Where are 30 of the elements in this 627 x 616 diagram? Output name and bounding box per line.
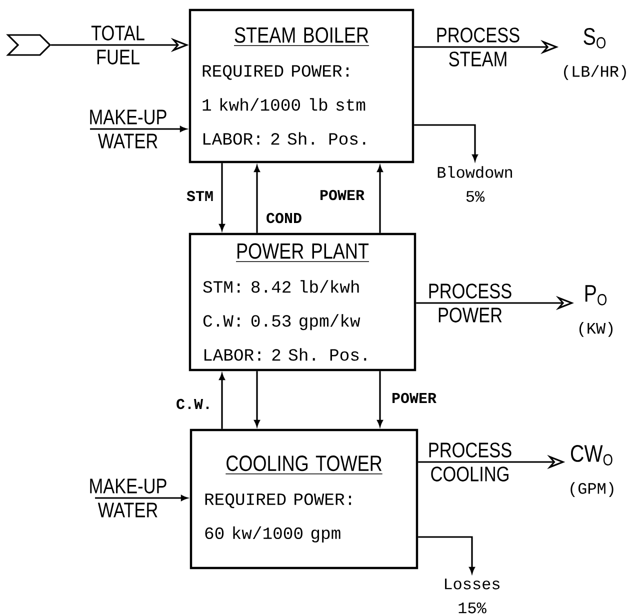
edge-label: C.W.: [176, 398, 209, 410]
output-quantity: CW$_{O}$ (GPM): [570, 444, 614, 498]
process-box: COOLING TOWER REQUIRED POWER: 60 kw/1000 gpm: [190, 428, 418, 570]
arrow: [414, 124, 478, 161]
arrow: [377, 165, 383, 233]
loss-label: Blowdown 5%: [438, 166, 512, 202]
arrow: [219, 373, 225, 429]
edge-label: COND: [266, 212, 302, 224]
arrow: [254, 371, 260, 426]
edge-label: PROCESS COOLING: [429, 442, 512, 482]
edge-label: MAKE-UP WATER: [90, 478, 166, 518]
edge-label: PROCESS STEAM: [437, 28, 520, 66]
output-quantity: S$_{O}$ (LB/HR): [564, 28, 626, 80]
edge-label: POWER: [392, 392, 436, 404]
edge-label: TOTAL FUEL: [91, 26, 144, 64]
loss-label: Losses 15%: [445, 578, 500, 614]
edge-label: POWER: [320, 190, 364, 200]
process-box: POWER PLANT STM: 8.42 lb/kwh C.W: 0.53 gpm/kw LABOR: 2 Sh. Pos.: [188, 232, 416, 372]
arrow: [254, 165, 260, 233]
edge-label: MAKE-UP WATER: [90, 110, 166, 148]
arrow: [219, 163, 225, 231]
arrow-tail: [6, 34, 52, 56]
process-box: STEAM BOILER REQUIRED POWER: 1 kwh/1000 lb stm LABOR: 2 Sh. Pos.: [188, 8, 414, 164]
arrow: [95, 495, 188, 501]
output-quantity: P$_{O}$ (KW): [579, 285, 612, 337]
edge-label: STM: [186, 190, 213, 202]
arrow: [90, 126, 187, 132]
arrow: [418, 536, 475, 574]
edge-label: PROCESS POWER: [429, 284, 512, 322]
arrow: [377, 371, 383, 426]
